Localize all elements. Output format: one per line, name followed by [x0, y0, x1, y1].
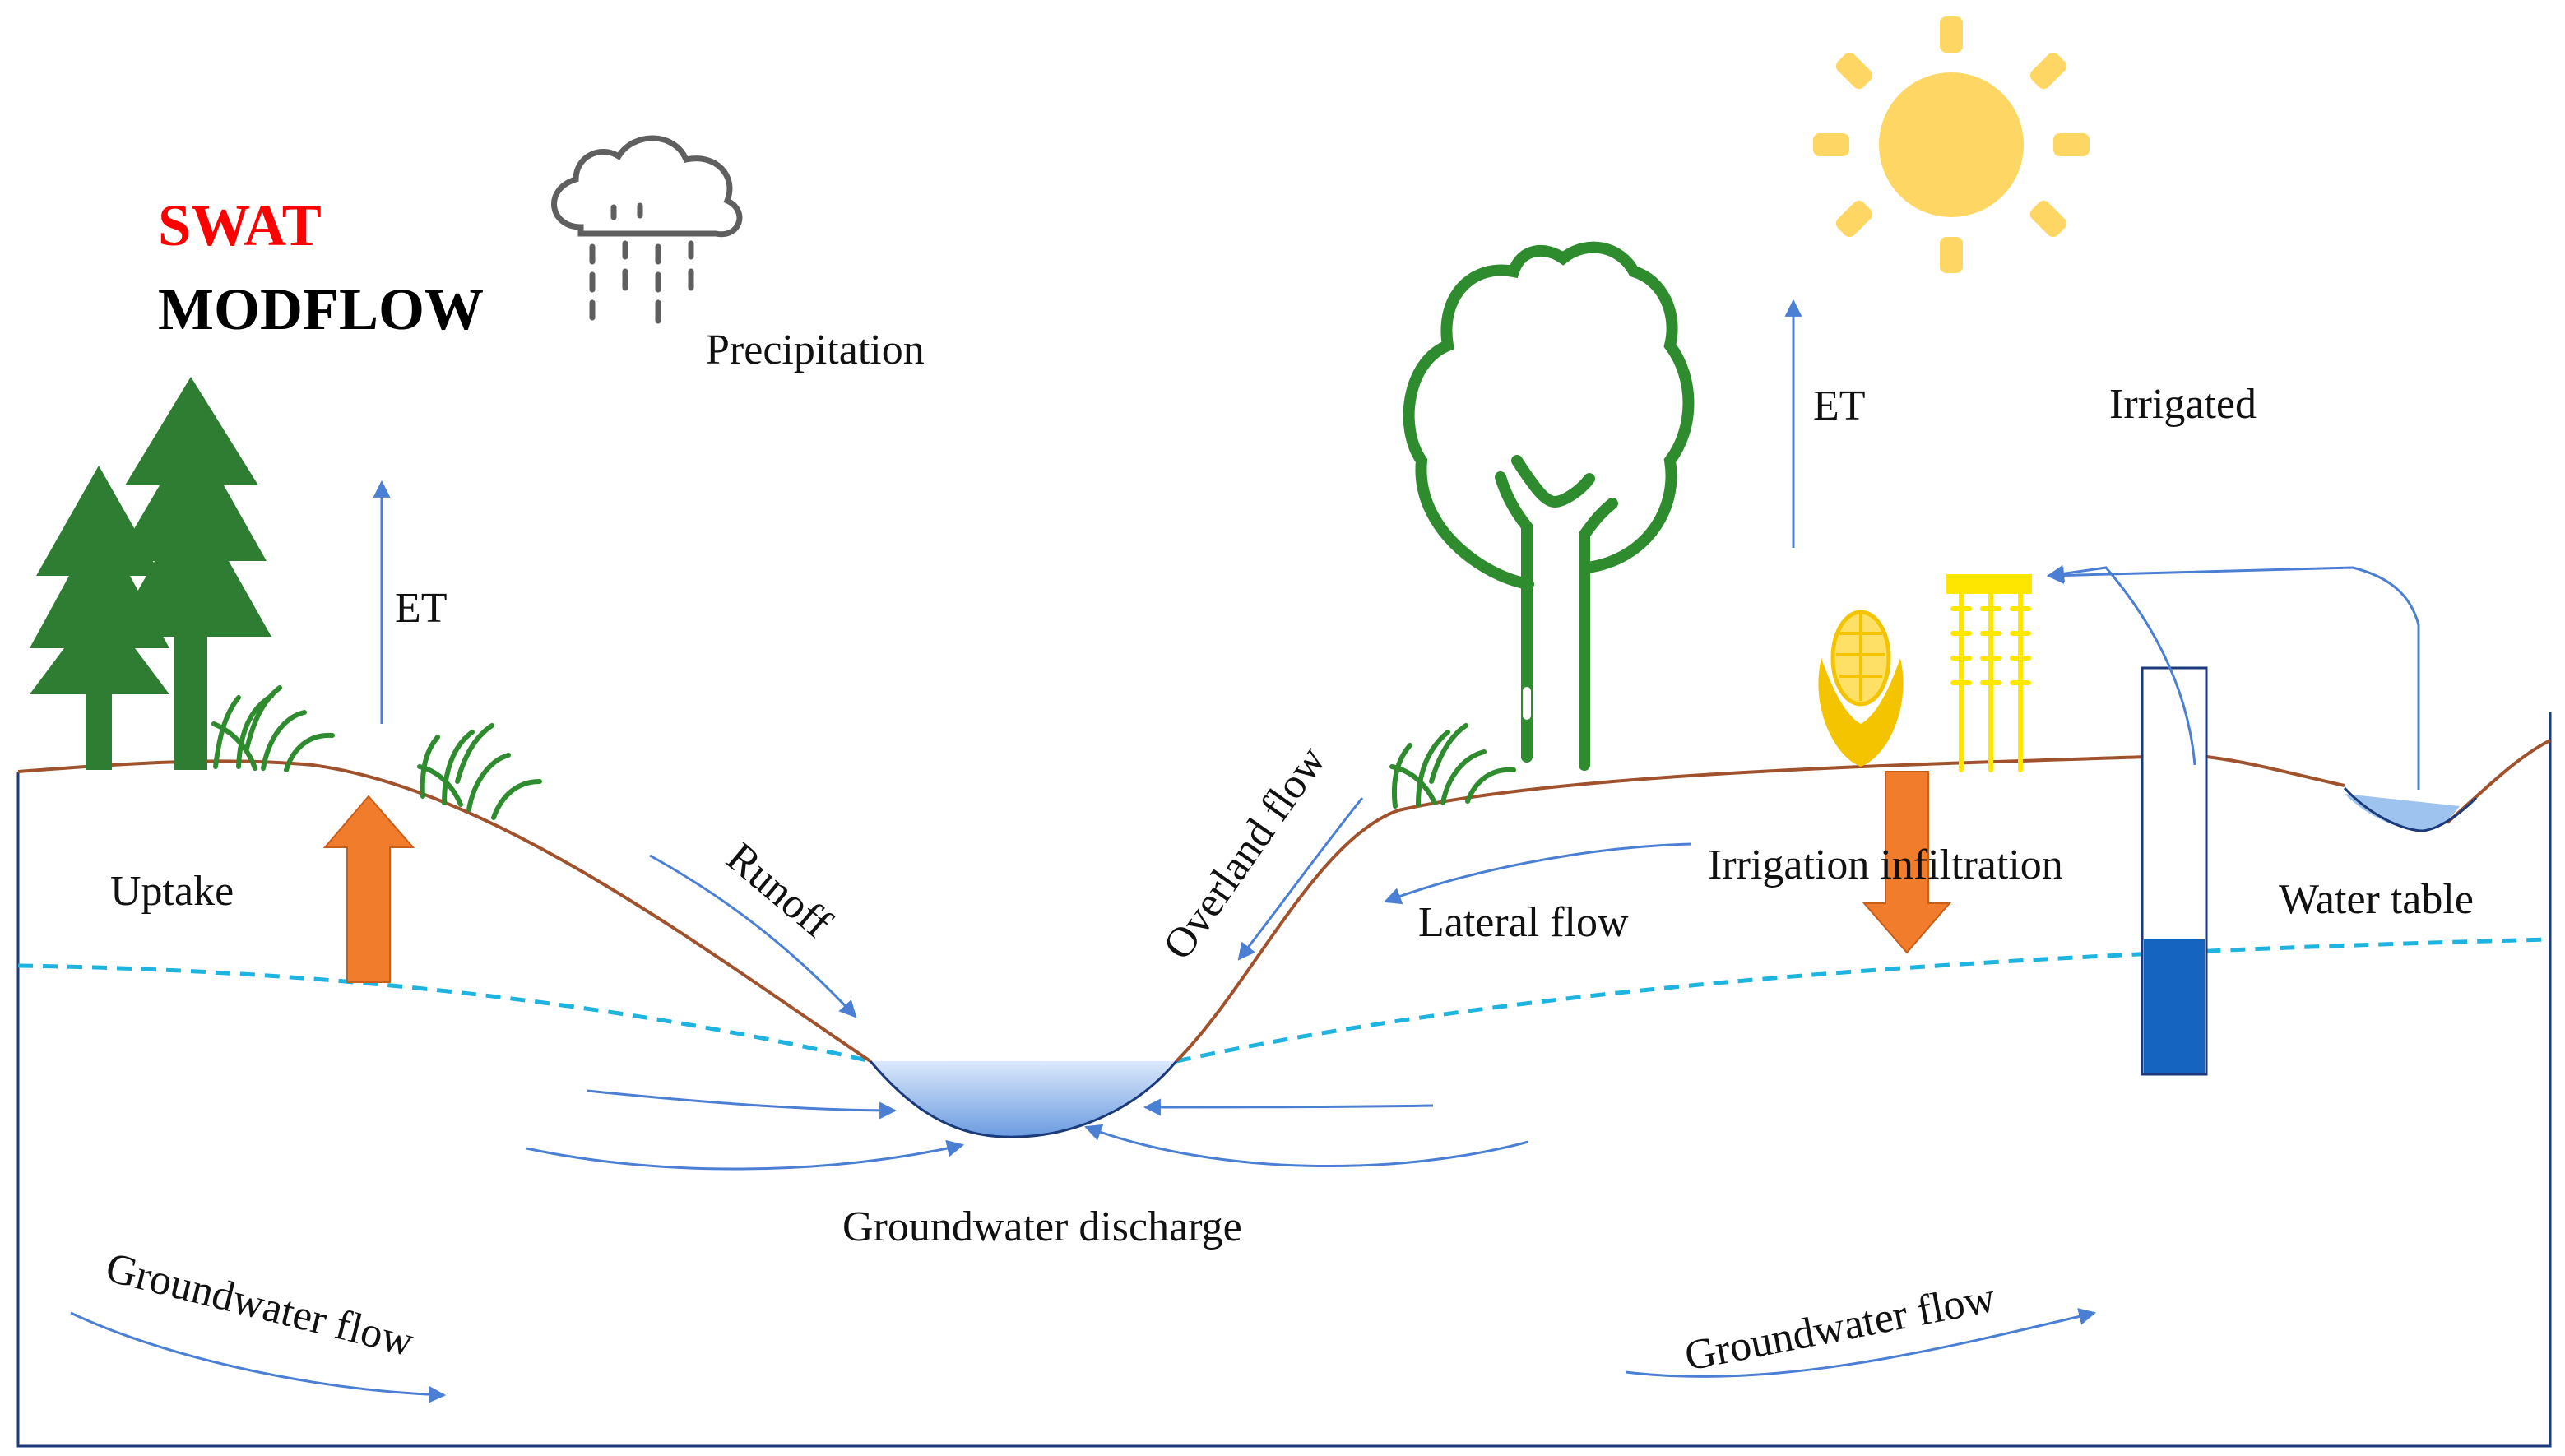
pine-tree-icon — [30, 466, 169, 770]
stream-bed — [869, 1060, 1178, 1138]
label-water-table: Water table — [2279, 876, 2474, 923]
domain-boundary — [16, 712, 2552, 1448]
well-icon — [2141, 666, 2208, 1076]
uptake-arrow — [322, 795, 415, 983]
pine-tree-icon — [112, 377, 271, 770]
corn-icon — [1818, 610, 1904, 767]
title-modflow: MODFLOW — [158, 276, 484, 342]
shrub-icon — [417, 723, 542, 820]
irrigation-infiltration-arrow — [1862, 771, 1952, 954]
shrub-icon — [211, 685, 335, 772]
pond — [2345, 794, 2460, 831]
rain-cloud-icon — [551, 135, 743, 324]
deciduous-tree-icon — [1403, 241, 1695, 771]
label-groundwater-flow-right: Groundwater flow — [1681, 1274, 1999, 1380]
lateral-flow-arrow — [1384, 842, 1692, 905]
title-swat: SWAT — [158, 192, 322, 258]
shrub-icon — [1389, 723, 1516, 809]
stream-channel — [870, 1061, 1176, 1138]
label-runoff: Runoff — [717, 834, 840, 948]
runoff-arrow — [649, 854, 857, 1018]
gw-flow-right-arrow — [1625, 1308, 2097, 1378]
overland-flow-arrow — [1237, 797, 1364, 961]
gw-discharge-arrow-1 — [587, 1089, 898, 1120]
gw-discharge-arrow-3 — [1143, 1098, 1434, 1116]
pond-pump-arrow — [2046, 566, 2420, 790]
label-groundwater-discharge: Groundwater discharge — [842, 1203, 1242, 1250]
label-lateral-flow: Lateral flow — [1418, 899, 1629, 946]
pond-bed — [2343, 786, 2478, 832]
gw-flow-left-arrow — [70, 1311, 447, 1403]
label-irrigation-infiltration: Irrigation infiltration — [1708, 842, 2063, 888]
sun-icon — [1813, 16, 2090, 273]
label-overland-flow: Overland flow — [1154, 738, 1335, 968]
gw-discharge-arrow-2 — [526, 1139, 965, 1171]
label-irrigated: Irrigated — [2109, 381, 2257, 428]
wheat-icon — [1946, 574, 2032, 772]
label-et-right: ET — [1813, 383, 1866, 429]
label-uptake: Uptake — [110, 868, 234, 915]
label-et-left: ET — [395, 585, 448, 632]
water-table-line — [17, 937, 2551, 1064]
well-pump-arrow — [2046, 564, 2196, 766]
label-groundwater-flow-left: Groundwater flow — [101, 1244, 419, 1366]
gw-discharge-arrow-4 — [1084, 1124, 1529, 1168]
label-precipitation: Precipitation — [706, 327, 925, 373]
